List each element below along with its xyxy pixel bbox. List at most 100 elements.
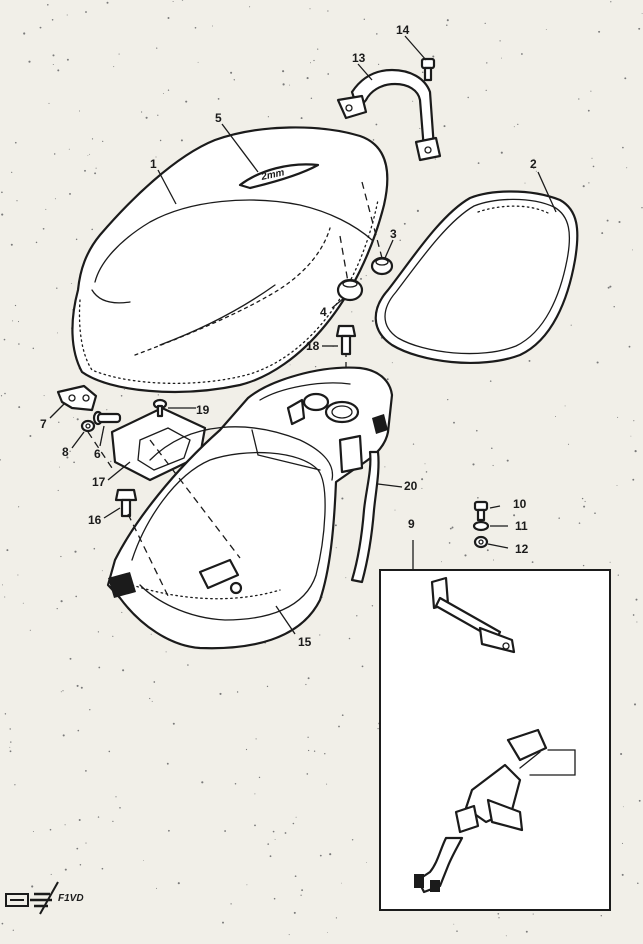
paper-speck: [467, 96, 469, 99]
paper-speck: [476, 429, 478, 432]
paper-speck: [335, 917, 337, 919]
callout-15: 15: [298, 635, 312, 649]
paper-speck: [59, 466, 60, 468]
paper-speck: [76, 418, 79, 421]
bolt-part-14: [420, 57, 436, 82]
paper-speck: [372, 139, 375, 141]
paper-speck: [14, 141, 17, 144]
paper-speck: [6, 549, 9, 552]
paper-speck: [295, 816, 297, 818]
paper-speck: [329, 853, 332, 856]
paper-speck: [630, 435, 632, 437]
paper-speck: [351, 839, 354, 841]
paper-speck: [421, 487, 423, 489]
paper-speck: [621, 873, 624, 876]
nut-part-8: [80, 419, 96, 433]
paper-speck: [85, 842, 87, 844]
paper-speck: [378, 63, 380, 65]
paper-speck: [617, 574, 619, 576]
paper-speck: [616, 485, 618, 487]
paper-speck: [432, 55, 435, 58]
bolt-part-16: [114, 488, 138, 518]
paper-speck: [94, 172, 97, 175]
paper-speck: [632, 614, 635, 616]
paper-speck: [525, 930, 528, 933]
paper-speck: [617, 416, 619, 418]
paper-speck: [399, 239, 401, 242]
paper-speck: [443, 125, 446, 128]
paper-speck: [453, 923, 455, 925]
paper-speck: [73, 461, 75, 464]
pin-part-6: [92, 410, 122, 426]
paper-speck: [421, 71, 424, 74]
paper-speck: [222, 921, 224, 924]
paper-speck: [45, 208, 47, 210]
paper-speck: [324, 753, 326, 755]
paper-speck: [319, 854, 322, 857]
lock-assembly-frame: [379, 569, 611, 911]
paper-speck: [236, 691, 239, 693]
paper-speck: [54, 198, 56, 200]
paper-speck: [254, 793, 256, 795]
paper-speck: [485, 89, 487, 92]
paper-speck: [269, 855, 272, 858]
paper-speck: [384, 466, 386, 468]
paper-speck: [582, 564, 585, 567]
paper-speck: [555, 416, 556, 417]
paper-speck: [641, 12, 643, 14]
paper-speck: [9, 750, 12, 753]
paper-speck: [1, 191, 3, 194]
paper-speck: [520, 53, 523, 55]
paper-speck: [84, 169, 86, 172]
leader-lines: [49, 35, 557, 635]
paper-speck: [29, 629, 31, 631]
callout-2: 2: [530, 157, 537, 171]
paper-speck: [4, 596, 6, 598]
nut-part-12: [473, 535, 489, 549]
paper-speck: [181, 0, 184, 1]
bolt-part-18: [335, 324, 357, 356]
paper-speck: [32, 831, 34, 832]
paper-speck: [301, 889, 304, 892]
paper-speck: [489, 380, 492, 382]
callout-6: 6: [94, 447, 101, 461]
paper-speck: [517, 123, 519, 126]
paper-speck: [493, 559, 494, 561]
paper-speck: [441, 561, 442, 563]
paper-speck: [622, 806, 624, 808]
paper-speck: [484, 22, 486, 25]
paper-speck: [157, 114, 159, 116]
paper-speck: [112, 820, 114, 823]
paper-speck: [249, 6, 251, 8]
paper-speck: [89, 709, 91, 711]
paper-speck: [32, 347, 35, 350]
paper-speck: [499, 40, 501, 42]
paper-speck: [4, 713, 7, 715]
paper-speck: [64, 868, 67, 871]
lock-cable-part: [430, 576, 516, 654]
callout-18: 18: [306, 339, 320, 353]
paper-speck: [57, 332, 58, 334]
paper-speck: [535, 170, 537, 172]
paper-speck: [66, 14, 68, 16]
paper-speck: [115, 796, 117, 798]
paper-speck: [121, 611, 123, 613]
seat-part: 2mm: [71, 126, 389, 393]
paper-speck: [610, 1, 612, 3]
paper-speck: [165, 651, 167, 653]
paper-speck: [310, 97, 313, 100]
paper-speck: [150, 633, 152, 635]
paper-speck: [89, 153, 91, 155]
paper-speck: [69, 450, 71, 452]
paper-speck: [449, 527, 452, 530]
paper-speck: [377, 727, 379, 730]
paper-speck: [453, 421, 455, 424]
paper-speck: [366, 862, 368, 863]
paper-speck: [632, 249, 633, 251]
paper-speck: [23, 32, 26, 35]
paper-speck: [448, 542, 451, 544]
paper-speck: [66, 58, 69, 61]
paper-speck: [528, 359, 531, 362]
paper-speck: [18, 406, 21, 409]
callout-12: 12: [515, 542, 529, 556]
